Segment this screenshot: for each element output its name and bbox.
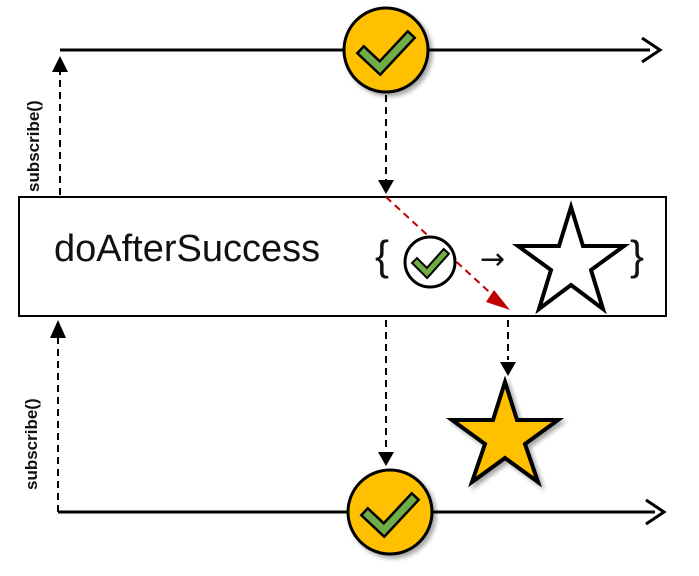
- downstream-timeline-arrowhead: [645, 498, 667, 526]
- star-icon-outline: [511, 200, 631, 315]
- open-brace: {: [375, 232, 390, 279]
- close-brace: }: [630, 232, 645, 279]
- subscribe-arrow-bottom-head: [50, 320, 66, 338]
- subscribe-label-bottom: subscribe(): [22, 398, 41, 490]
- upstream-timeline-arrowhead: [641, 36, 663, 64]
- success-icon-top: [342, 6, 430, 94]
- star-icon-gold: [445, 375, 565, 488]
- operator-name: doAfterSuccess: [54, 228, 321, 270]
- arrow-icon: →: [480, 242, 506, 277]
- subscribe-label-top: subscribe(): [24, 100, 43, 192]
- success-icon-bottom: [346, 468, 434, 556]
- subscribe-arrow-top-head: [52, 56, 68, 72]
